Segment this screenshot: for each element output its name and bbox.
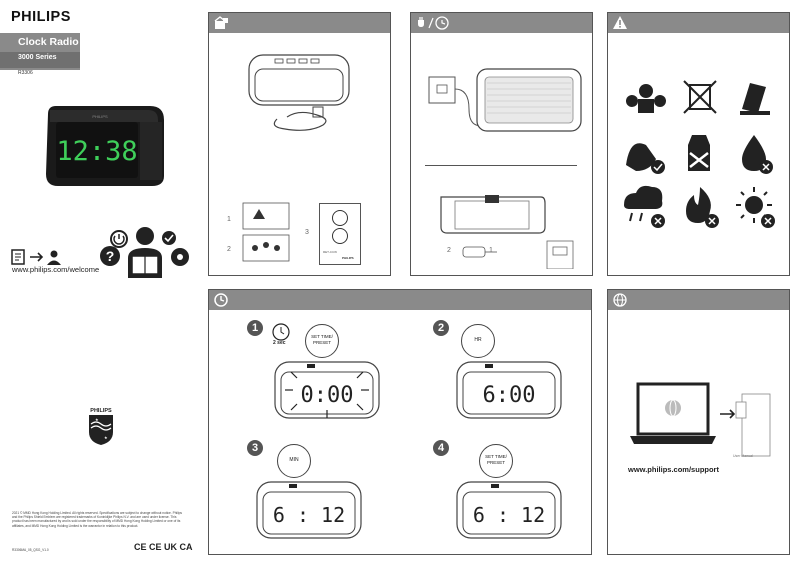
manual-to-user-icon: [11, 249, 61, 265]
step-1-label: 1: [227, 216, 231, 223]
step-1-badge: 1: [247, 320, 263, 336]
product-series: 3000 Series: [18, 54, 57, 61]
copyright-text: 2021 © MMD Hong Kong Holding Limited. Al…: [12, 511, 182, 528]
clock-step-2: 6:00: [456, 361, 562, 419]
svg-text:PHILIPS: PHILIPS: [90, 408, 112, 414]
support-url[interactable]: www.philips.com/support: [628, 465, 719, 474]
callout-label: SET TIME/ PRESET: [485, 454, 507, 465]
power-connection-illustration: [428, 68, 582, 132]
panel-header: [608, 290, 789, 310]
callout-label: SET TIME/ PRESET: [311, 334, 333, 345]
clock-step-3: 6 : 12: [256, 481, 362, 539]
callout-bubble: SET TIME/ PRESET: [479, 444, 513, 478]
svg-text:★: ★: [104, 435, 108, 440]
hold-time: 2 sec: [273, 340, 286, 346]
no-fire-icon: [686, 187, 719, 228]
panel-support: User Manual www.philips.com/support: [607, 289, 790, 555]
svg-text:★: ★: [95, 417, 99, 422]
clock-icon: [214, 293, 228, 307]
panel-set-time: 1 2 sec SET TIME/ PRESET 0:00 2 HR 6:00 …: [208, 289, 592, 555]
clock-step-4: 6 : 12: [456, 481, 562, 539]
panel-header: [209, 13, 390, 33]
warranty-card: RET-CCW PHILIPS: [319, 203, 361, 265]
hand-device-icon: [740, 83, 770, 115]
model-number: R3306: [18, 70, 33, 76]
stopwatch-icon: [272, 323, 290, 341]
product-name: Clock Radio: [18, 36, 79, 48]
read-manual-icon: [626, 84, 666, 113]
panel-header: [411, 13, 592, 33]
panel-box-contents: 1 2 3 RET-CCW PHILIPS: [208, 12, 391, 276]
callout-bubble: MIN: [277, 444, 311, 478]
box-contents-icon: [214, 16, 228, 29]
display-minutes: 6 : 12: [273, 503, 345, 527]
laptop-manual-illustration: [630, 382, 771, 457]
callout-bubble: HR: [461, 324, 495, 358]
step-3-badge: 3: [247, 440, 263, 456]
clock-step-1: 0:00: [274, 361, 380, 419]
step-2-badge: 2: [433, 320, 449, 336]
clock-radio-photo: 12:38 PHILIPS: [46, 106, 164, 186]
certification-marks: CE CE UK CA: [134, 542, 193, 552]
user-manual-label: User Manual: [733, 454, 753, 458]
wipe-clean-icon: [626, 143, 665, 174]
callout-label: MIN: [289, 457, 299, 463]
warning-icon: [613, 16, 627, 29]
display-confirmed: 6 : 12: [473, 503, 545, 527]
svg-text:PHILIPS: PHILIPS: [92, 114, 108, 119]
documents-illustration: [242, 202, 290, 262]
panel-header: [209, 290, 591, 310]
panel-header: [608, 13, 789, 33]
step-2-label: 2: [447, 247, 451, 254]
panel-warnings: [607, 12, 790, 276]
card-brand: PHILIPS: [342, 256, 354, 260]
battery-illustration: [440, 195, 574, 269]
clock-digits: 12:38: [56, 136, 137, 167]
step-1-label: 1: [489, 247, 493, 254]
card-text: RET-CCW: [323, 250, 337, 254]
plug-clock-icon: [418, 16, 449, 30]
panel-power: 2 1: [410, 12, 593, 276]
step-3-label: 3: [305, 229, 309, 236]
step-4-badge: 4: [433, 440, 449, 456]
philips-logo: PHILIPS: [11, 9, 71, 25]
no-rain-icon: [624, 185, 665, 228]
philips-shield-icon: PHILIPS ★ ★: [89, 408, 113, 445]
no-liquid-icon: [742, 135, 773, 174]
weee-bin-icon: [683, 80, 717, 114]
no-sun-icon: [736, 187, 775, 228]
display-blink: 0:00: [301, 383, 354, 408]
display-hours: 6:00: [483, 383, 536, 408]
help-reader-icon: ?: [100, 227, 189, 278]
safety-icons-grid: [624, 80, 775, 228]
svg-text:?: ?: [106, 248, 115, 264]
step-2-label: 2: [227, 246, 231, 253]
no-spray-icon: [688, 135, 710, 171]
doc-code: R3306MA_05_QSG_V1.0: [12, 548, 49, 552]
globe-icon: [613, 293, 627, 307]
brand-block: PHILIPS Clock Radio 3000 Series R3306: [0, 0, 80, 82]
callout-bubble: SET TIME/ PRESET: [305, 324, 339, 358]
callout-label: HR: [474, 337, 482, 343]
welcome-url[interactable]: www.philips.com/welcome: [12, 265, 100, 274]
product-outline-illustration: [248, 54, 350, 131]
divider: [425, 165, 577, 166]
